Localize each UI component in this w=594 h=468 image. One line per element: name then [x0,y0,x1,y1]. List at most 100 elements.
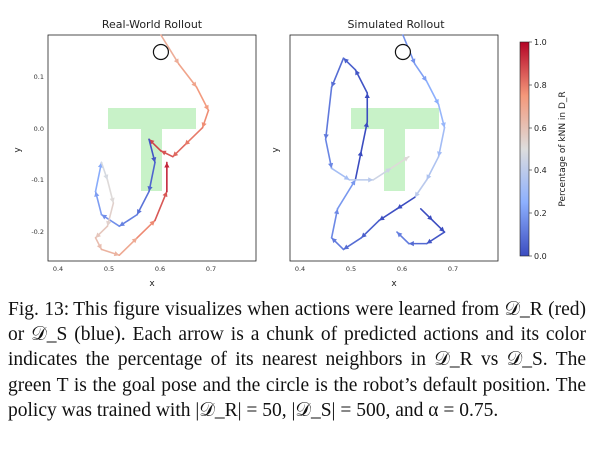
x-tick-label: 0.4 [53,265,63,273]
action-arrowhead [385,168,392,174]
x-tick-label: 0.5 [346,265,356,273]
colorbar-gradient [519,41,530,257]
action-arrowhead [361,232,367,238]
figure: Real-World Rollout 0.4 0.5 0.6 0.7 0.1 0… [13,18,568,289]
action-arrowhead [440,122,446,128]
action-arrowhead [162,191,168,198]
trajectory-segment [336,179,357,210]
action-arrowhead [331,81,336,88]
colorbar-tick-label: 0.0 [534,252,547,261]
colorbar-tick-label: 0.8 [534,81,547,90]
action-arrowhead [203,104,209,111]
action-arrowhead [421,75,427,82]
caption-text: This figure visualizes when actions were… [8,299,587,421]
action-arrowhead [426,238,433,244]
x-axis-label: x [391,279,397,289]
y-tick-label: -0.2 [31,228,44,236]
x-tick-label: 0.5 [104,265,114,273]
x-tick-label: 0.4 [295,265,305,273]
action-arrowhead [396,232,403,238]
action-arrowhead [355,69,360,76]
action-arrowhead [151,156,157,163]
x-ticks: 0.4 0.5 0.6 0.7 [295,265,458,273]
action-arrowhead [173,58,179,64]
caption-label: Fig. 13: [8,299,70,320]
action-arrowhead [433,98,439,105]
x-axis-label: x [149,279,155,289]
x-tick-label: 0.6 [397,265,407,273]
panel-real-world: Real-World Rollout 0.4 0.5 0.6 0.7 0.1 0… [13,18,257,289]
trajectory-segment [330,57,345,88]
action-arrowhead [328,162,334,169]
action-arrowhead [350,179,356,186]
action-arrowhead [95,232,101,238]
colorbar-ticks: 0.0 0.2 0.4 0.6 0.8 1.0 [529,38,547,261]
action-arrowhead [172,151,179,157]
colorbar: 0.0 0.2 0.4 0.6 0.8 1.0 Percentage of kN… [519,38,568,261]
action-arrowhead [323,134,329,140]
trajectory-segment [160,34,180,65]
action-arrowhead [137,209,142,215]
action-arrowhead [414,191,420,198]
panel-title: Real-World Rollout [102,18,203,31]
action-arrowhead [403,156,409,162]
action-arrowhead [396,203,403,209]
action-arrowhead [147,186,153,192]
action-arrowhead [201,122,207,128]
y-tick-label: 0.1 [34,73,44,81]
figure-caption: Fig. 13:This figure visualizes when acti… [8,297,586,423]
panel-title: Simulated Rollout [347,18,445,31]
action-arrowhead [106,220,112,227]
action-arrowhead [343,244,350,250]
action-arrowhead [103,174,109,180]
colorbar-tick-label: 0.6 [534,124,547,133]
action-arrowhead [363,121,369,128]
action-arrowhead [408,241,414,247]
trajectory-segment [324,86,333,141]
x-tick-label: 0.6 [155,265,165,273]
x-ticks: 0.4 0.5 0.6 0.7 [53,265,216,273]
action-arrowhead [410,58,416,64]
x-tick-label: 0.7 [448,265,458,273]
y-tick-label: 0.0 [34,125,44,133]
action-arrowhead [357,150,363,157]
action-arrowhead [149,220,155,226]
y-axis-label: y [13,147,23,153]
trajectory-layer [323,34,446,251]
panel-simulated: Simulated Rollout 0.4 0.5 0.6 0.7 x y [271,18,499,289]
action-arrowhead [119,221,125,227]
default-position-circle [394,43,412,61]
y-axis-label: y [271,147,281,153]
action-arrowhead [331,237,337,244]
y-ticks: 0.1 0.0 -0.1 -0.2 [31,73,44,236]
action-arrowhead [364,92,370,98]
colorbar-label: Percentage of kNN in D_R [558,91,568,206]
trajectory-segment [154,190,168,222]
action-arrowhead [426,174,432,180]
default-position-circle [152,43,170,61]
action-arrowhead [160,150,167,156]
action-arrowhead [379,215,385,221]
action-arrowhead [343,174,350,180]
action-arrowhead [184,139,191,146]
action-arrowhead [101,214,108,220]
action-arrowhead [131,237,138,244]
y-tick-label: -0.1 [31,176,44,184]
x-tick-label: 0.7 [206,265,216,273]
action-arrowhead [368,177,374,183]
action-arrowhead [109,197,115,204]
colorbar-tick-label: 1.0 [534,38,547,47]
action-arrowhead [427,215,433,221]
action-arrowhead [191,81,197,88]
colorbar-tick-label: 0.4 [534,166,547,175]
action-arrowhead [343,58,349,64]
colorbar-tick-label: 0.2 [534,209,547,218]
action-arrowhead [94,191,100,197]
trajectory-layer [94,34,210,257]
action-arrowhead [439,226,445,233]
action-arrowhead [96,243,102,250]
action-arrowhead [164,162,170,168]
action-arrowhead [333,208,340,215]
action-arrowhead [113,251,120,257]
action-arrowhead [437,151,443,157]
